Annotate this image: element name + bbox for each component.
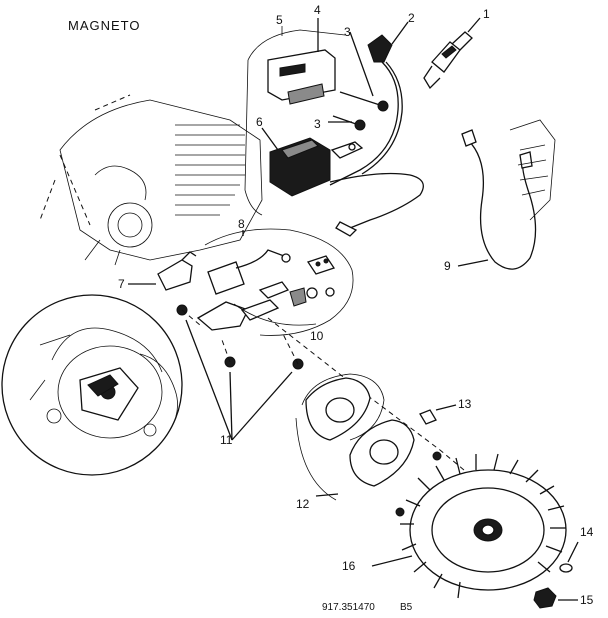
footer-part-number: 917.351470 (322, 602, 375, 613)
callout-11: 11 (220, 433, 233, 447)
callout-13: 13 (458, 397, 472, 411)
part-15-nut (533, 587, 578, 609)
callout-1: 1 (483, 7, 490, 21)
part-6-ignition-coil (261, 127, 364, 197)
assembled-view-inset (1, 294, 183, 476)
callout-14: 14 (580, 525, 594, 539)
callout-9: 9 (444, 259, 451, 273)
callout-4: 4 (314, 3, 321, 17)
crankcase-sketch-right (509, 119, 556, 221)
callout-15: 15 (580, 593, 594, 607)
part-1-spark-plug (423, 17, 481, 90)
part-11-screws (176, 304, 304, 441)
callout-8: 8 (238, 217, 245, 231)
engine-block-illustration (39, 94, 263, 266)
callout-2: 2 (408, 11, 415, 25)
callout-7: 7 (118, 277, 125, 291)
part-14-washer (559, 541, 579, 573)
coil-group-outline (244, 26, 346, 216)
part-2-spark-plug-boot (329, 21, 409, 186)
callout-3-lower: 3 (314, 117, 321, 131)
callout-10: 10 (310, 329, 324, 343)
coil-primary-wire (329, 172, 424, 237)
part-3-screw-upper (339, 31, 389, 112)
diagram-title: MAGNETO (68, 18, 141, 33)
part-16-flywheel (371, 453, 567, 599)
part-9-ground-wire (457, 129, 537, 270)
callout-10-leader (233, 303, 317, 326)
callout-5: 5 (276, 13, 283, 27)
callout-16: 16 (342, 559, 356, 573)
part-7-bracket (128, 251, 197, 291)
callout-3-upper: 3 (344, 25, 351, 39)
callout-6: 6 (256, 115, 263, 129)
part-3-screw-lower (328, 115, 366, 131)
part-8-breaker-plate (196, 228, 354, 336)
callout-12: 12 (296, 497, 310, 511)
part-12-flywheel-plates (295, 373, 442, 517)
footer-code: B5 (400, 602, 413, 613)
part-13-key (419, 404, 457, 425)
part-4-bracket (267, 18, 336, 105)
